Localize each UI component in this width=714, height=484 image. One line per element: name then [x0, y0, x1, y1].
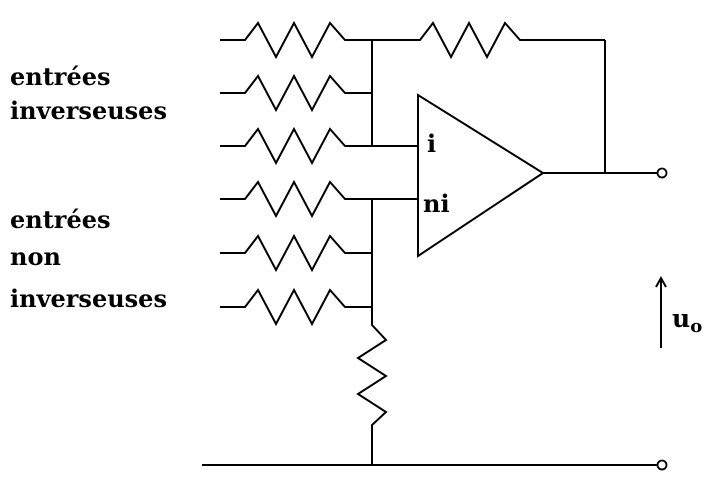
inverting-input-resistor-3: [220, 126, 372, 166]
output-terminal: [656, 167, 668, 179]
output-voltage-label: uo: [672, 305, 702, 341]
noninverting-inputs-label-line3: inverseuses: [10, 284, 167, 313]
feedback-resistor: [372, 20, 605, 60]
inverting-input-resistor-2: [220, 73, 372, 113]
noninverting-inputs-label-line2: non: [10, 242, 61, 271]
noninverting-pin-label: ni: [423, 189, 450, 218]
inverting-inputs-label-line2: inverseuses: [10, 96, 167, 125]
ground-resistor: [356, 320, 388, 465]
noninverting-input-resistor-1: [220, 179, 372, 219]
output-voltage-subscript: o: [690, 316, 703, 337]
noninverting-inputs-label-line1: entrées: [10, 205, 111, 234]
op-amp-triangle: [417, 93, 545, 258]
output-voltage-arrow-icon: [655, 275, 667, 348]
inverting-inputs-label-line1: entrées: [10, 62, 111, 91]
output-voltage-symbol: u: [672, 304, 691, 333]
noninverting-input-resistor-2: [220, 233, 372, 273]
inverting-input-resistor-1: [220, 20, 372, 60]
ground-terminal: [656, 459, 668, 471]
inverting-pin-label: i: [427, 129, 437, 158]
noninverting-input-resistor-3: [220, 287, 372, 327]
